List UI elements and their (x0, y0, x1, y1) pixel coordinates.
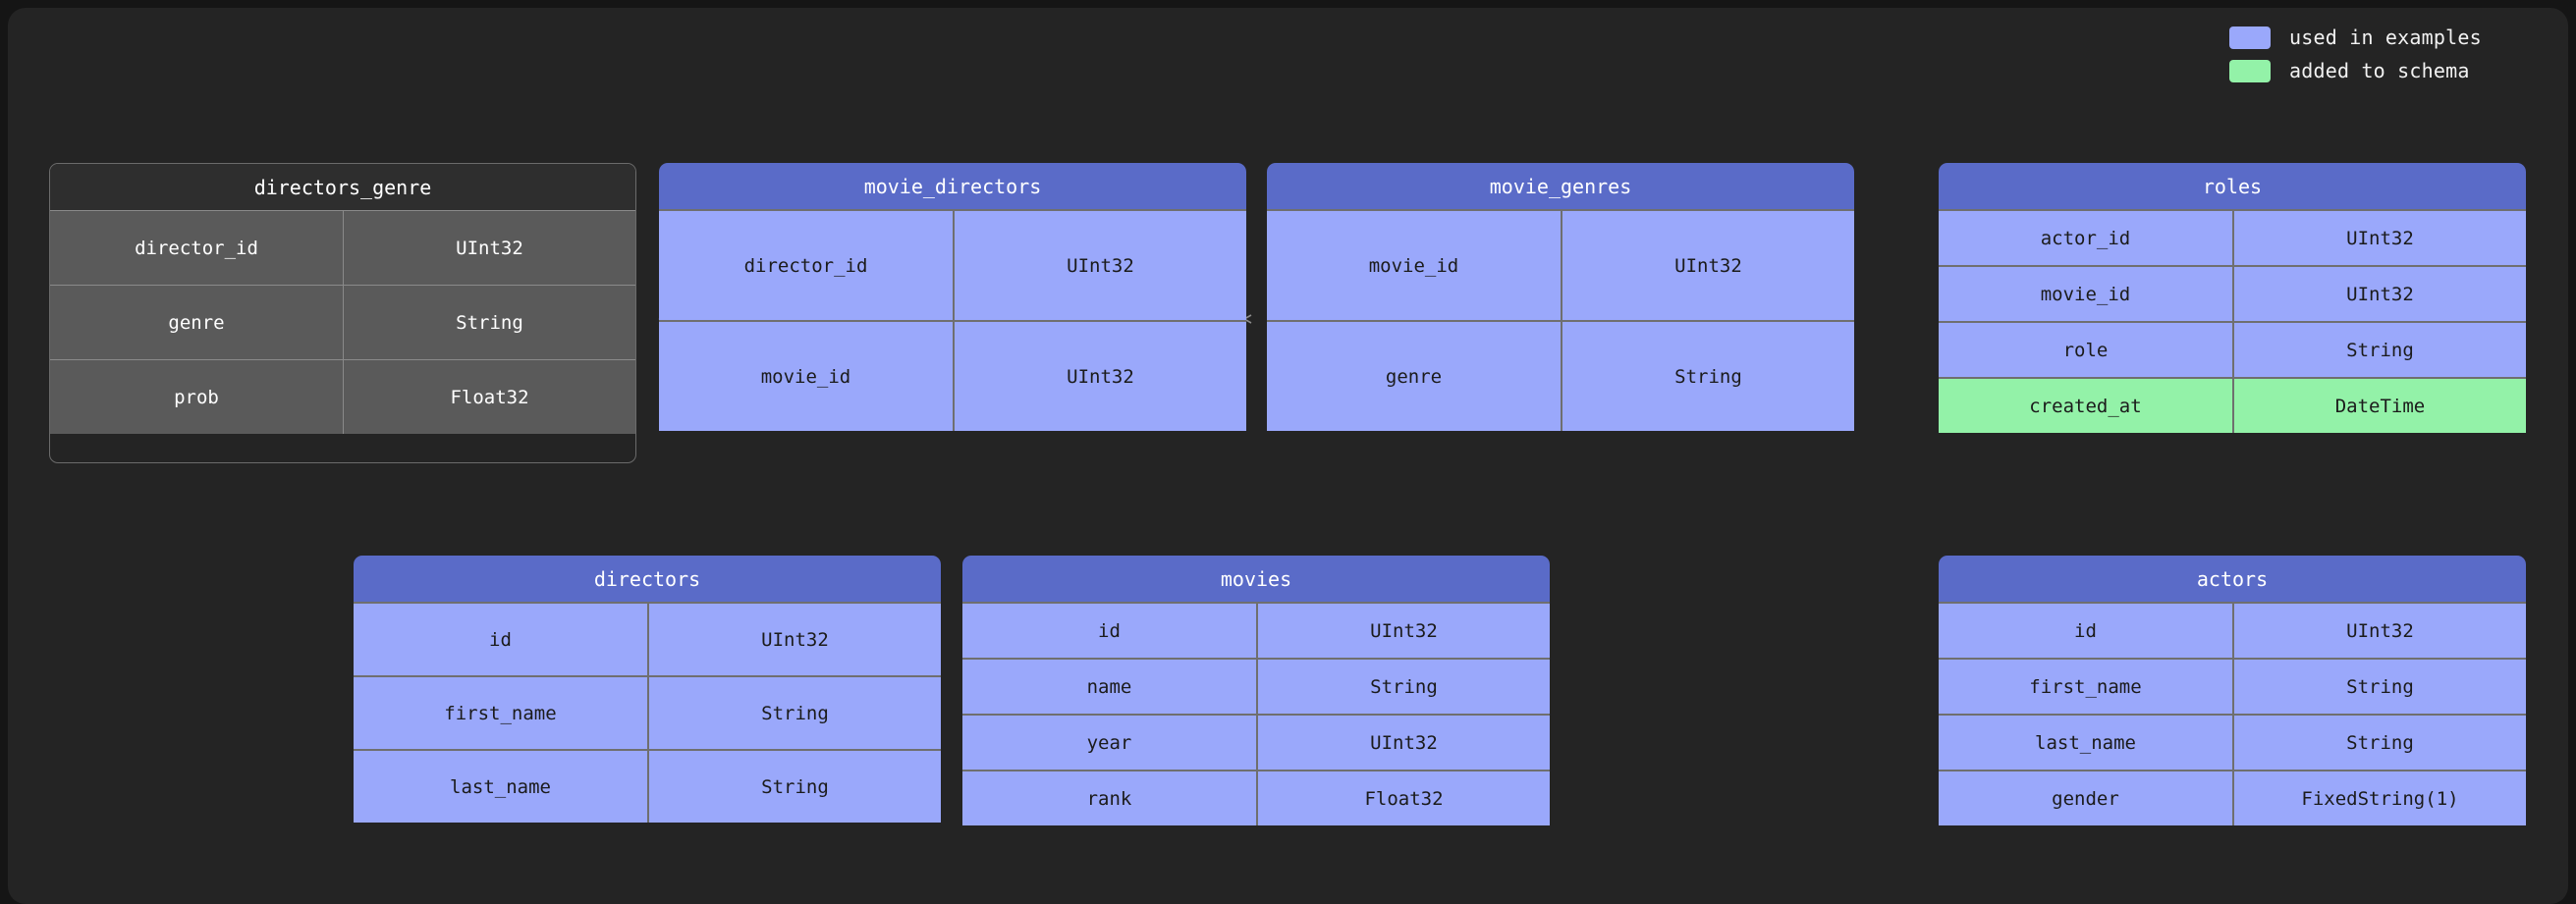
column-name: rank (962, 770, 1256, 825)
table-row[interactable]: role String (1939, 321, 2526, 377)
legend-label-added-to-schema: added to schema (2289, 59, 2470, 82)
column-type: Float32 (1256, 770, 1550, 825)
table-row[interactable]: year UInt32 (962, 714, 1550, 770)
table-title-roles: roles (1939, 163, 2526, 209)
column-name: actor_id (1939, 209, 2232, 265)
column-type: String (2232, 658, 2526, 714)
legend-label-used-in-examples: used in examples (2289, 26, 2482, 49)
column-type: String (2232, 714, 2526, 770)
table-row[interactable]: first_name String (1939, 658, 2526, 714)
table-title-actors: actors (1939, 556, 2526, 602)
column-name: id (962, 602, 1256, 658)
column-name: name (962, 658, 1256, 714)
table-row[interactable]: first_name String (354, 675, 941, 749)
column-name: gender (1939, 770, 2232, 825)
column-name: first_name (1939, 658, 2232, 714)
column-type: UInt32 (953, 320, 1246, 431)
table-directors_genre[interactable]: directors_genre director_id UInt32 genre… (49, 163, 636, 463)
column-type: UInt32 (647, 602, 941, 675)
column-name: movie_id (1267, 209, 1561, 320)
column-type: String (2232, 321, 2526, 377)
table-row[interactable]: gender FixedString(1) (1939, 770, 2526, 825)
table-row[interactable]: genre String (50, 285, 635, 359)
table-row[interactable]: name String (962, 658, 1550, 714)
column-type: String (1561, 320, 1854, 431)
column-name: director_id (659, 209, 953, 320)
table-title-directors: directors (354, 556, 941, 602)
table-row[interactable]: last_name String (354, 749, 941, 823)
table-movie_genres[interactable]: movie_genres movie_id UInt32 genre Strin… (1267, 163, 1854, 460)
column-name: last_name (354, 749, 647, 823)
table-row[interactable]: movie_id UInt32 (659, 320, 1246, 431)
column-type: String (1256, 658, 1550, 714)
table-row[interactable]: id UInt32 (1939, 602, 2526, 658)
column-name: first_name (354, 675, 647, 749)
column-type: String (647, 749, 941, 823)
column-type: UInt32 (2232, 602, 2526, 658)
column-name: last_name (1939, 714, 2232, 770)
table-row[interactable]: last_name String (1939, 714, 2526, 770)
column-type: UInt32 (1256, 602, 1550, 658)
column-name: director_id (50, 210, 343, 285)
column-name: prob (50, 359, 343, 434)
table-title-movies: movies (962, 556, 1550, 602)
table-row[interactable]: movie_id UInt32 (1939, 265, 2526, 321)
column-name: created_at (1939, 377, 2232, 433)
column-type: DateTime (2232, 377, 2526, 433)
column-type: UInt32 (2232, 209, 2526, 265)
column-name: movie_id (659, 320, 953, 431)
column-name: year (962, 714, 1256, 770)
column-type: FixedString(1) (2232, 770, 2526, 825)
column-type: UInt32 (2232, 265, 2526, 321)
column-name: id (354, 602, 647, 675)
table-row[interactable]: director_id UInt32 (50, 210, 635, 285)
table-movies[interactable]: movies id UInt32 name String year UInt32… (962, 556, 1550, 850)
column-type: String (647, 675, 941, 749)
table-row[interactable]: movie_id UInt32 (1267, 209, 1854, 320)
table-movie_directors[interactable]: movie_directors director_id UInt32 movie… (659, 163, 1246, 460)
table-row[interactable]: rank Float32 (962, 770, 1550, 825)
column-name: genre (50, 285, 343, 359)
column-name: genre (1267, 320, 1561, 431)
column-type: UInt32 (1561, 209, 1854, 320)
table-actors[interactable]: actors id UInt32 first_name String last_… (1939, 556, 2526, 850)
column-type: Float32 (343, 359, 635, 434)
column-type: UInt32 (953, 209, 1246, 320)
column-type: String (343, 285, 635, 359)
legend-swatch-used-in-examples (2229, 26, 2271, 49)
table-row[interactable]: actor_id UInt32 (1939, 209, 2526, 265)
table-title-movie_genres: movie_genres (1267, 163, 1854, 209)
column-name: role (1939, 321, 2232, 377)
table-row[interactable]: id UInt32 (354, 602, 941, 675)
table-row[interactable]: id UInt32 (962, 602, 1550, 658)
legend: used in examples added to schema (2229, 26, 2494, 82)
legend-swatch-added-to-schema (2229, 59, 2271, 82)
table-title-movie_directors: movie_directors (659, 163, 1246, 209)
table-title-directors_genre: directors_genre (50, 164, 635, 210)
table-row-highlighted-created_at[interactable]: created_at DateTime (1939, 377, 2526, 433)
column-name: movie_id (1939, 265, 2232, 321)
legend-item-added-to-schema: added to schema (2229, 59, 2494, 82)
column-name: id (1939, 602, 2232, 658)
table-row[interactable]: director_id UInt32 (659, 209, 1246, 320)
column-type: UInt32 (343, 210, 635, 285)
table-row[interactable]: genre String (1267, 320, 1854, 431)
legend-item-used-in-examples: used in examples (2229, 26, 2494, 49)
table-directors[interactable]: directors id UInt32 first_name String la… (354, 556, 941, 850)
table-row[interactable]: prob Float32 (50, 359, 635, 434)
table-roles[interactable]: roles actor_id UInt32 movie_id UInt32 ro… (1939, 163, 2526, 457)
column-type: UInt32 (1256, 714, 1550, 770)
